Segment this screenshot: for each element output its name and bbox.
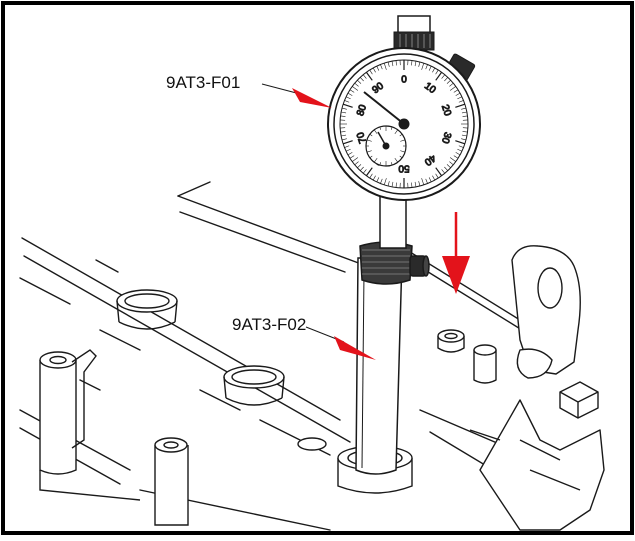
- small-stud-right: [474, 345, 496, 383]
- red-arrow-icon: [292, 88, 332, 108]
- top-cap: [394, 16, 434, 50]
- left-studs: [40, 350, 188, 525]
- port-3: [298, 438, 326, 450]
- port-openings: [117, 290, 326, 450]
- dial-number: 0: [401, 75, 407, 86]
- stud-left-top: [40, 352, 76, 474]
- right-hardware: [438, 246, 604, 530]
- dial-number: 50: [398, 163, 410, 174]
- label-extension-rod: 9AT3-F02: [232, 315, 306, 334]
- stud-left-mid: [155, 438, 188, 525]
- extension-rod: [356, 190, 429, 474]
- arrow-to-dial-gauge: [262, 84, 332, 108]
- label-dial-gauge: 9AT3-F01: [166, 73, 240, 92]
- port-1: [117, 290, 177, 329]
- lock-screw: [410, 256, 429, 276]
- needle-hub: [399, 119, 409, 129]
- cube-block: [560, 382, 598, 418]
- bolt-head-right: [438, 330, 464, 352]
- sub-dial: [366, 126, 406, 166]
- housing-right: [480, 400, 604, 530]
- dial-gauge: 0102030405060708090: [328, 16, 480, 200]
- insert-direction-arrow: [442, 212, 470, 294]
